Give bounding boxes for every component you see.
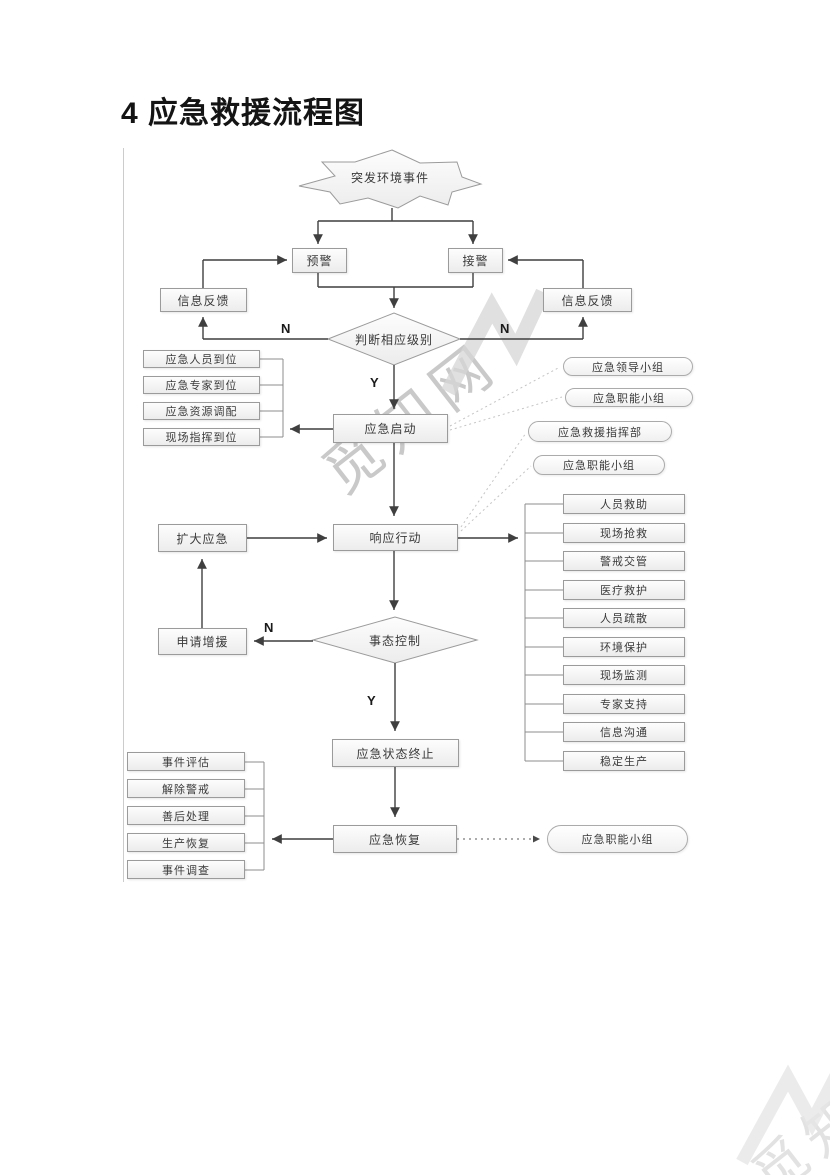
warning-box: 预警 bbox=[292, 248, 347, 273]
action-item-box: 现场抢救 bbox=[563, 523, 685, 543]
branch-label-y-control: Y bbox=[367, 693, 376, 708]
readiness-item-box: 应急专家到位 bbox=[143, 376, 260, 394]
action-item-box: 环境保护 bbox=[563, 637, 685, 657]
recovery-item-box: 事件评估 bbox=[127, 752, 245, 771]
readiness-item-box: 现场指挥到位 bbox=[143, 428, 260, 446]
feedback-right-box: 信息反馈 bbox=[543, 288, 632, 312]
org-pill: 应急职能小组 bbox=[565, 388, 693, 407]
level-decision-label: 判断相应级别 bbox=[354, 332, 433, 347]
recovery-item-box: 解除警戒 bbox=[127, 779, 245, 798]
branch-label-n-control: N bbox=[264, 620, 274, 635]
emergency-recovery-box: 应急恢复 bbox=[333, 825, 457, 853]
action-item-box: 人员疏散 bbox=[563, 608, 685, 628]
flowchart-left-border bbox=[123, 148, 124, 882]
start-event-label: 突发环境事件 bbox=[350, 170, 429, 185]
org-pill: 应急领导小组 bbox=[563, 357, 693, 376]
recovery-org-pill: 应急职能小组 bbox=[547, 825, 688, 853]
page-title: 4 应急救援流程图 bbox=[121, 97, 366, 130]
action-item-box: 人员救助 bbox=[563, 494, 685, 514]
expand-emergency-box: 扩大应急 bbox=[158, 524, 247, 552]
situation-decision-shape bbox=[311, 616, 479, 664]
action-item-box: 专家支持 bbox=[563, 694, 685, 714]
action-item-box: 医疗救护 bbox=[563, 580, 685, 600]
recovery-item-box: 善后处理 bbox=[127, 806, 245, 825]
emergency-end-box: 应急状态终止 bbox=[332, 739, 459, 767]
watermark-corner-glyph bbox=[736, 1064, 830, 1166]
org-pill: 应急救援指挥部 bbox=[528, 421, 672, 442]
action-item-box: 信息沟通 bbox=[563, 722, 685, 742]
feedback-left-box: 信息反馈 bbox=[160, 288, 247, 312]
request-reinforcement-box: 申请增援 bbox=[158, 628, 247, 655]
recovery-item-box: 生产恢复 bbox=[127, 833, 245, 852]
readiness-item-box: 应急资源调配 bbox=[143, 402, 260, 420]
branch-label-n-left: N bbox=[281, 321, 291, 336]
readiness-item-box: 应急人员到位 bbox=[143, 350, 260, 368]
action-item-box: 警戒交管 bbox=[563, 551, 685, 571]
recovery-item-box: 事件调查 bbox=[127, 860, 245, 879]
watermark-logo-glyph bbox=[441, 288, 550, 396]
alarm-box: 接警 bbox=[448, 248, 503, 273]
action-item-box: 稳定生产 bbox=[563, 751, 685, 771]
emergency-start-box: 应急启动 bbox=[333, 414, 448, 443]
branch-label-y-level: Y bbox=[370, 375, 379, 390]
action-item-box: 现场监测 bbox=[563, 665, 685, 685]
situation-decision-label: 事态控制 bbox=[368, 633, 421, 648]
start-star-shape bbox=[298, 149, 483, 209]
response-action-box: 响应行动 bbox=[333, 524, 458, 551]
branch-label-n-right: N bbox=[500, 321, 510, 336]
org-pill: 应急职能小组 bbox=[533, 455, 665, 475]
